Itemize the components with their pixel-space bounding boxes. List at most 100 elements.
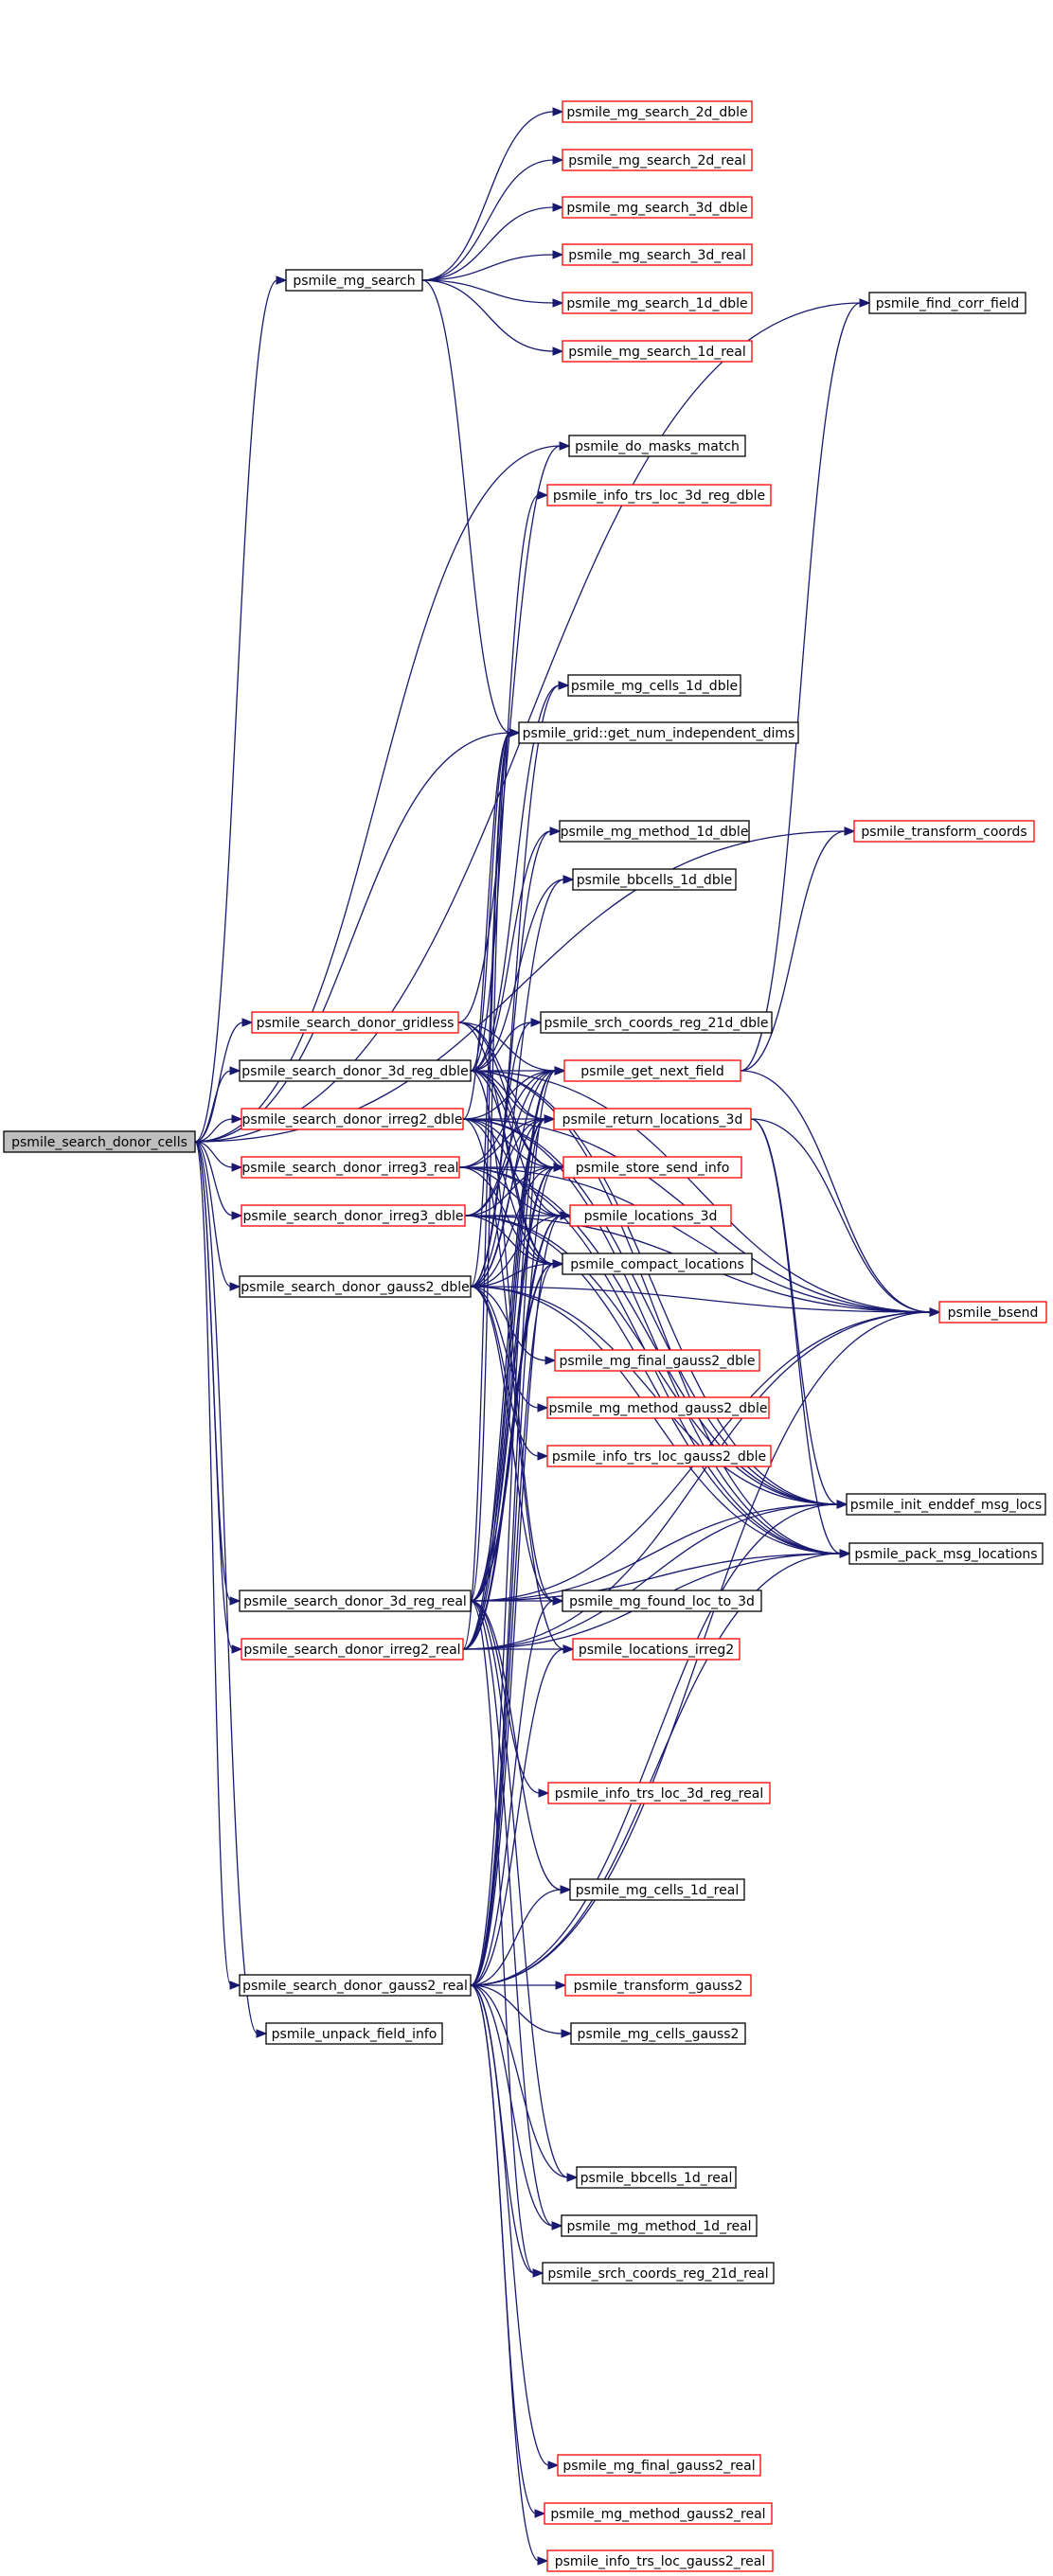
- call-edge-arrowhead: [839, 1549, 851, 1558]
- graph-node[interactable]: psmile_mg_cells_1d_dble: [567, 674, 741, 697]
- graph-node[interactable]: psmile_search_donor_irreg3_dble: [241, 1204, 466, 1227]
- call-edge: [458, 1070, 557, 1168]
- graph-node[interactable]: psmile_search_donor_3d_reg_dble: [239, 1059, 472, 1082]
- call-edge-arrowhead: [256, 2029, 268, 2038]
- call-edge: [470, 1600, 535, 2274]
- node-label: psmile_mg_method_gauss2_dble: [549, 1401, 768, 1416]
- graph-node[interactable]: psmile_transform_coords: [853, 820, 1035, 843]
- call-edge: [470, 830, 552, 1072]
- graph-node[interactable]: psmile_mg_search_2d_real: [562, 149, 753, 171]
- call-edge-arrowhead: [537, 1451, 549, 1461]
- graph-node[interactable]: psmile_init_enddef_msg_locs: [846, 1493, 1046, 1516]
- node-label: psmile_mg_cells_1d_dble: [571, 679, 738, 694]
- call-edge: [470, 1166, 556, 1986]
- call-edge: [740, 1070, 932, 1313]
- call-edge: [470, 1118, 546, 1986]
- call-edge: [457, 1022, 557, 1072]
- graph-node[interactable]: psmile_search_donor_3d_reg_real: [239, 1590, 472, 1612]
- call-edge: [464, 1166, 556, 1217]
- call-edge: [421, 279, 511, 734]
- graph-node[interactable]: psmile_mg_method_1d_dble: [559, 820, 750, 843]
- graph-node[interactable]: psmile_search_donor_irreg3_real: [241, 1156, 460, 1179]
- graph-node[interactable]: psmile_search_donor_gauss2_real: [239, 1974, 472, 1997]
- graph-node[interactable]: psmile_mg_final_gauss2_real: [557, 2454, 761, 2477]
- graph-node[interactable]: psmile_get_next_field: [563, 1059, 741, 1082]
- call-edge-arrowhead: [538, 1788, 550, 1798]
- call-edge-arrowhead: [553, 1163, 565, 1172]
- graph-node[interactable]: psmile_mg_search_3d_dble: [562, 196, 753, 219]
- graph-node[interactable]: psmile_srch_coords_reg_21d_dble: [540, 1011, 773, 1034]
- graph-node[interactable]: psmile_mg_method_gauss2_real: [544, 2502, 773, 2525]
- call-edge-arrowhead: [537, 2556, 549, 2566]
- graph-node[interactable]: psmile_find_corr_field: [868, 292, 1026, 314]
- graph-node[interactable]: psmile_mg_found_loc_to_3d: [562, 1590, 762, 1612]
- graph-node[interactable]: psmile_mg_final_gauss2_dble: [554, 1349, 760, 1372]
- graph-node[interactable]: psmile_mg_search_2d_dble: [562, 100, 753, 123]
- graph-node[interactable]: psmile_transform_gauss2: [564, 1974, 752, 1997]
- call-edge: [470, 1286, 932, 1313]
- graph-node[interactable]: psmile_search_donor_gauss2_dble: [239, 1275, 472, 1298]
- call-edge: [421, 206, 555, 281]
- node-label: psmile_mg_method_1d_real: [566, 2219, 751, 2234]
- call-edge-arrowhead: [562, 1644, 575, 1654]
- call-edge-arrowhead: [229, 1981, 241, 1990]
- call-edge: [470, 1984, 550, 2466]
- graph-node[interactable]: psmile_bsend: [938, 1301, 1047, 1324]
- graph-node[interactable]: psmile_mg_method_1d_real: [561, 2214, 758, 2237]
- graph-node[interactable]: psmile_mg_search_3d_real: [562, 243, 753, 266]
- graph-node[interactable]: psmile_search_donor_cells: [3, 1130, 196, 1153]
- node-label: psmile_bbcells_1d_real: [580, 2171, 733, 2186]
- call-edge: [470, 879, 565, 1072]
- graph-node[interactable]: psmile_return_locations_3d: [553, 1108, 752, 1130]
- node-box: [562, 196, 753, 219]
- graph-node[interactable]: psmile_info_trs_loc_3d_reg_real: [547, 1782, 771, 1804]
- graph-node[interactable]: psmile_search_donor_gridless: [251, 1011, 459, 1034]
- call-edge: [470, 1022, 533, 1072]
- node-box: [564, 1974, 752, 1997]
- node-label: psmile_mg_search_1d_real: [568, 345, 746, 360]
- graph-node[interactable]: psmile_mg_cells_1d_real: [569, 1878, 745, 1901]
- node-label: psmile_info_trs_loc_gauss2_real: [555, 2554, 766, 2569]
- node-layer: psmile_search_donor_cells psmile_mg_searc…: [3, 100, 1047, 2572]
- graph-node[interactable]: psmile_srch_coords_reg_21d_real: [542, 2262, 775, 2284]
- graph-node[interactable]: psmile_info_trs_loc_3d_reg_dble: [546, 484, 772, 506]
- node-label: psmile_search_donor_gauss2_real: [242, 1979, 468, 1994]
- call-edge: [462, 1118, 842, 1554]
- graph-node[interactable]: psmile_info_trs_loc_gauss2_dble: [546, 1445, 772, 1467]
- call-edge: [470, 1553, 842, 1986]
- node-box: [553, 1108, 752, 1130]
- graph-node[interactable]: psmile_search_donor_irreg2_real: [241, 1638, 464, 1661]
- node-label: psmile_mg_search: [293, 274, 415, 289]
- graph-node[interactable]: psmile_locations_3d: [569, 1204, 732, 1227]
- graph-node[interactable]: psmile_grid::get_num_independent_dims: [518, 721, 799, 744]
- node-label: psmile_transform_gauss2: [574, 1979, 743, 1994]
- graph-node[interactable]: psmile_mg_search: [285, 269, 423, 292]
- call-edge: [194, 1141, 232, 1986]
- graph-node[interactable]: psmile_mg_search_1d_dble: [562, 292, 753, 314]
- graph-node[interactable]: psmile_bbcells_1d_dble: [572, 868, 737, 891]
- graph-node[interactable]: psmile_search_donor_irreg2_dble: [241, 1108, 464, 1130]
- call-edge: [421, 111, 555, 281]
- graph-node[interactable]: psmile_info_trs_loc_gauss2_real: [546, 2549, 774, 2572]
- graph-node[interactable]: psmile_bbcells_1d_real: [576, 2166, 737, 2189]
- node-box: [265, 2022, 443, 2045]
- graph-node[interactable]: psmile_locations_irreg2: [572, 1638, 741, 1661]
- call-edge-arrowhead: [544, 1356, 557, 1365]
- graph-node[interactable]: psmile_unpack_field_info: [265, 2022, 443, 2045]
- graph-node[interactable]: psmile_mg_cells_gauss2: [570, 2022, 746, 2045]
- node-box: [562, 243, 753, 266]
- graph-node[interactable]: psmile_pack_msg_locations: [848, 1542, 1044, 1565]
- node-label: psmile_mg_cells_1d_real: [576, 1883, 739, 1898]
- call-edge: [462, 1166, 556, 1650]
- node-box: [938, 1301, 1047, 1324]
- graph-node[interactable]: psmile_compact_locations: [562, 1252, 753, 1275]
- call-edge: [464, 1118, 546, 1217]
- graph-node[interactable]: psmile_mg_method_gauss2_dble: [546, 1396, 770, 1419]
- node-label: psmile_store_send_info: [576, 1161, 730, 1176]
- call-edge: [470, 1889, 562, 1986]
- node-box: [557, 2454, 761, 2477]
- graph-node[interactable]: psmile_do_masks_match: [568, 435, 746, 457]
- graph-node[interactable]: psmile_mg_search_1d_real: [562, 340, 753, 363]
- node-label: psmile_return_locations_3d: [562, 1112, 743, 1128]
- graph-node[interactable]: psmile_store_send_info: [562, 1156, 742, 1179]
